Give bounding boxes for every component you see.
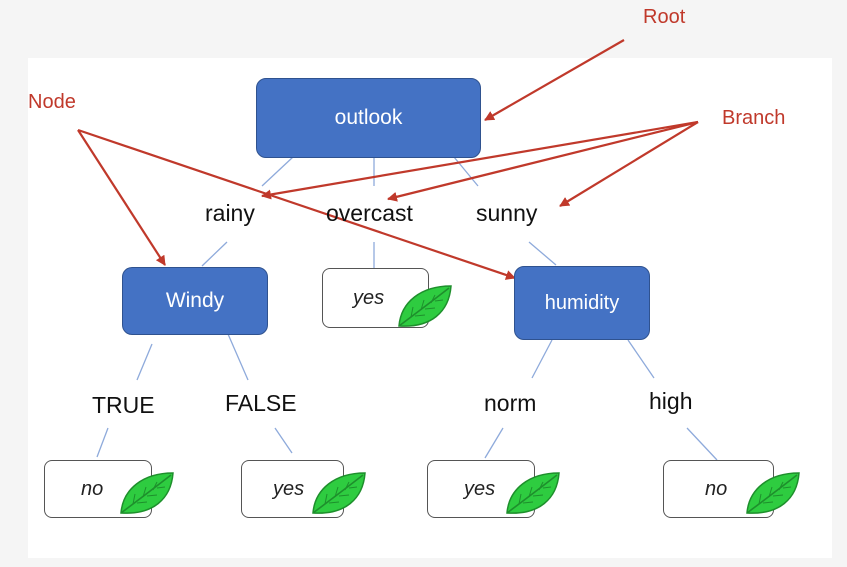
leaf-icon [740, 469, 806, 517]
branch-label-rainy: rainy [205, 200, 255, 226]
connector-false-yes [274, 427, 293, 454]
branch-label-true: TRUE [92, 392, 155, 418]
leaf-icon [114, 469, 180, 517]
annotation-root: Root [643, 6, 686, 28]
annotation-branch: Branch [722, 107, 786, 129]
leaf-value: yes [353, 286, 385, 309]
leaf-icon [500, 469, 566, 517]
connector-humidity-high [627, 339, 655, 379]
arrow-node-windy [77, 129, 166, 266]
arrow-branch-sunny [559, 121, 699, 207]
connector-sunny-humidity [528, 241, 557, 266]
leaf-value: yes [464, 477, 496, 500]
leaf-icon [393, 282, 457, 330]
connector-outlook-rainy [261, 156, 294, 187]
branch-label-false: FALSE [225, 390, 297, 416]
branch-label-overcast: overcast [326, 200, 413, 226]
connector-windy-false [227, 333, 249, 381]
connector-rainy-windy [201, 241, 228, 267]
leaf-value: yes [273, 477, 305, 500]
branch-label-sunny: sunny [476, 200, 538, 226]
arrow-branch-rainy [261, 120, 699, 200]
leaf-overcast-yes: yes [322, 268, 429, 328]
arrow-branch-overcast [387, 120, 699, 202]
connector-high-no [686, 427, 718, 461]
connector-windy-true [136, 343, 153, 381]
arrow-root [484, 39, 625, 121]
connector-norm-yes [484, 427, 504, 459]
arrow-node-humidity [77, 128, 516, 280]
branch-label-norm: norm [484, 390, 537, 416]
root-node-outlook: outlook [256, 78, 481, 158]
node-humidity: humidity [514, 266, 650, 340]
connector-humidity-norm [531, 339, 553, 379]
leaf-value: no [81, 477, 104, 500]
connector-true-no [96, 427, 109, 458]
annotation-node: Node [28, 91, 76, 113]
leaf-value: no [705, 477, 728, 500]
node-windy: Windy [122, 267, 268, 335]
leaf-icon [306, 469, 372, 517]
branch-label-high: high [649, 388, 693, 414]
